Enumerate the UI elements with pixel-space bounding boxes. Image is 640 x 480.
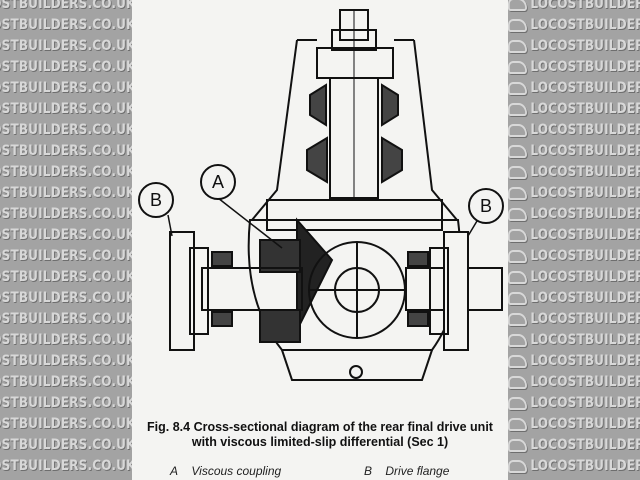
- watermark-text: LOCOSTBUILDERS.CO.UK: [0, 143, 132, 159]
- watermark-text: LOCOSTBUILDERS.CO.UK: [508, 143, 640, 159]
- car-logo-icon: [508, 333, 527, 347]
- watermark-text: LOCOSTBUILDERS.CO.UK: [508, 332, 640, 348]
- watermark-text: LOCOSTBUILDERS.CO.UK: [508, 353, 640, 369]
- watermark-text: LOCOSTBUILDERS.CO.UK: [0, 185, 132, 201]
- watermark-text: LOCOSTBUILDERS.CO.UK: [0, 269, 132, 285]
- watermark-text: LOCOSTBUILDERS.CO.UK: [0, 311, 132, 327]
- watermark-text: LOCOSTBUILDERS.CO.UK: [508, 437, 640, 453]
- car-logo-icon: [508, 165, 527, 179]
- car-logo-icon: [508, 0, 527, 11]
- watermark-text: LOCOSTBUILDERS.CO.UK: [0, 248, 132, 264]
- watermark-text: LOCOSTBUILDERS.CO.UK: [508, 185, 640, 201]
- car-logo-icon: [508, 459, 527, 473]
- car-logo-icon: [508, 396, 527, 410]
- watermark-text: LOCOSTBUILDERS.CO.UK: [0, 59, 132, 75]
- watermark-text: LOCOSTBUILDERS.CO.UK: [508, 248, 640, 264]
- figure-page: A B B Fig. 8.4 Cross-sectional diagram o…: [132, 0, 508, 480]
- legend-label: Drive flange: [385, 464, 450, 478]
- car-logo-icon: [508, 438, 527, 452]
- car-logo-icon: [508, 102, 527, 116]
- watermark-text: LOCOSTBUILDERS.CO.UK: [508, 311, 640, 327]
- watermark-text: LOCOSTBUILDERS.CO.UK: [508, 206, 640, 222]
- watermark-text: LOCOSTBUILDERS.CO.UK: [508, 122, 640, 138]
- callout-a: A: [200, 164, 236, 200]
- car-logo-icon: [508, 291, 527, 305]
- watermark-text: LOCOSTBUILDERS.CO.UK: [508, 80, 640, 96]
- watermark-text: LOCOSTBUILDERS.CO.UK: [0, 458, 132, 474]
- watermark-text: LOCOSTBUILDERS.CO.UK: [508, 17, 640, 33]
- watermark-text: LOCOSTBUILDERS.CO.UK: [508, 38, 640, 54]
- figure-caption: Fig. 8.4 Cross-sectional diagram of the …: [132, 420, 508, 450]
- watermark-strip-right: LOCOSTBUILDERS.CO.UK LOCOSTBUILDERS.CO.UK…: [508, 0, 640, 480]
- caption-line-1: Fig. 8.4 Cross-sectional diagram of the …: [147, 420, 493, 434]
- watermark-text: LOCOSTBUILDERS.CO.UK: [0, 206, 132, 222]
- watermark-text: LOCOSTBUILDERS.CO.UK: [508, 59, 640, 75]
- legend-key: A: [170, 464, 179, 478]
- watermark-text: LOCOSTBUILDERS.CO.UK: [0, 80, 132, 96]
- watermark-text: LOCOSTBUILDERS.CO.UK: [508, 269, 640, 285]
- car-logo-icon: [508, 207, 527, 221]
- watermark-text: LOCOSTBUILDERS.CO.UK: [0, 164, 132, 180]
- final-drive-cross-section: [167, 9, 503, 381]
- watermark-text: LOCOSTBUILDERS.CO.UK: [0, 437, 132, 453]
- watermark-text: LOCOSTBUILDERS.CO.UK: [0, 290, 132, 306]
- callout-b-right: B: [468, 188, 504, 224]
- watermark-text: LOCOSTBUILDERS.CO.UK: [0, 332, 132, 348]
- car-logo-icon: [508, 312, 527, 326]
- watermark-text: LOCOSTBUILDERS.CO.UK: [508, 290, 640, 306]
- watermark-text: LOCOSTBUILDERS.CO.UK: [0, 395, 132, 411]
- watermark-strip-left: LOCOSTBUILDERS.CO.UK LOCOSTBUILDERS.CO.UK…: [0, 0, 132, 480]
- watermark-text: LOCOSTBUILDERS.CO.UK: [508, 101, 640, 117]
- car-logo-icon: [508, 60, 527, 74]
- watermark-text: LOCOSTBUILDERS.CO.UK: [0, 0, 132, 12]
- car-logo-icon: [508, 81, 527, 95]
- callout-b-left: B: [138, 182, 174, 218]
- car-logo-icon: [508, 186, 527, 200]
- legend-label: Viscous coupling: [191, 464, 282, 478]
- car-logo-icon: [508, 123, 527, 137]
- watermark-text: LOCOSTBUILDERS.CO.UK: [0, 17, 132, 33]
- car-logo-icon: [508, 144, 527, 158]
- car-logo-icon: [508, 18, 527, 32]
- legend-key: B: [364, 464, 373, 478]
- watermark-text: LOCOSTBUILDERS.CO.UK: [508, 227, 640, 243]
- watermark-text: LOCOSTBUILDERS.CO.UK: [0, 101, 132, 117]
- car-logo-icon: [508, 39, 527, 53]
- car-logo-icon: [508, 249, 527, 263]
- watermark-text: LOCOSTBUILDERS.CO.UK: [0, 38, 132, 54]
- watermark-text: LOCOSTBUILDERS.CO.UK: [0, 374, 132, 390]
- watermark-text: LOCOSTBUILDERS.CO.UK: [508, 374, 640, 390]
- caption-line-2: with viscous limited-slip differential (…: [191, 435, 449, 449]
- car-logo-icon: [508, 417, 527, 431]
- watermark-text: LOCOSTBUILDERS.CO.UK: [0, 122, 132, 138]
- legend-item-b: B Drive flange: [364, 464, 449, 478]
- watermark-text: LOCOSTBUILDERS.CO.UK: [0, 416, 132, 432]
- watermark-text: LOCOSTBUILDERS.CO.UK: [508, 458, 640, 474]
- car-logo-icon: [508, 354, 527, 368]
- watermark-text: LOCOSTBUILDERS.CO.UK: [508, 416, 640, 432]
- car-logo-icon: [508, 228, 527, 242]
- car-logo-icon: [508, 270, 527, 284]
- legend-item-a: A Viscous coupling: [170, 464, 281, 478]
- watermark-text: LOCOSTBUILDERS.CO.UK: [0, 227, 132, 243]
- car-logo-icon: [508, 375, 527, 389]
- watermark-text: LOCOSTBUILDERS.CO.UK: [508, 0, 640, 12]
- watermark-text: LOCOSTBUILDERS.CO.UK: [0, 353, 132, 369]
- watermark-text: LOCOSTBUILDERS.CO.UK: [508, 164, 640, 180]
- watermark-text: LOCOSTBUILDERS.CO.UK: [508, 395, 640, 411]
